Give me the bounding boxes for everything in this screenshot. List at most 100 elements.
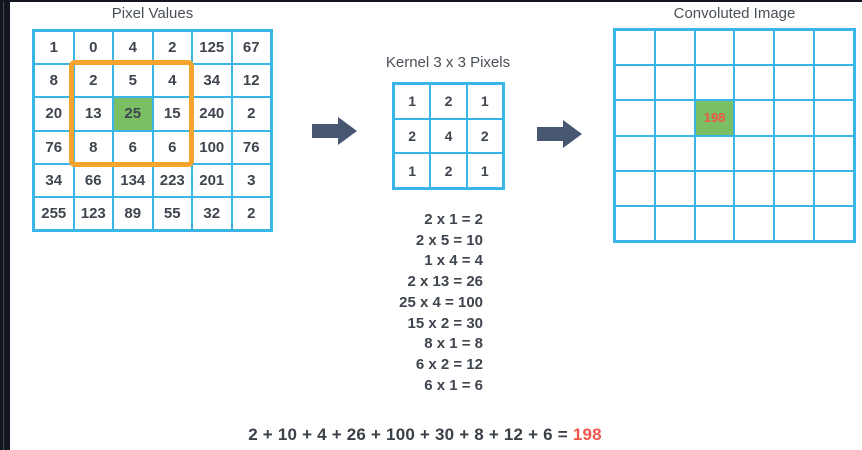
grid-cell (734, 205, 775, 241)
grid-cell: 134 (113, 163, 153, 197)
grid-cell (734, 30, 775, 66)
grid-cell: 1 (466, 84, 503, 119)
grid-cell: 0 (73, 31, 113, 65)
grid-cell (814, 65, 854, 101)
multiplication-step: 2 x 5 = 10 (415, 231, 483, 249)
grid-cell: 4 (113, 31, 153, 65)
grid-cell: 6 (152, 130, 192, 164)
grid-cell: 125 (192, 31, 232, 65)
grid-cell (615, 30, 655, 66)
final-sum-equation: 2 + 10 + 4 + 26 + 100 + 30 + 8 + 12 + 6 … (125, 425, 725, 445)
grid-cell (774, 100, 815, 136)
grid-cell: 2 (73, 64, 113, 98)
grid-cell: 1 (394, 84, 431, 119)
grid-cell (654, 135, 695, 171)
grid-cell (654, 100, 695, 136)
grid-cell (615, 170, 655, 206)
grid-cell (615, 135, 655, 171)
grid-cell (774, 205, 815, 241)
grid-cell: 8 (73, 130, 113, 164)
grid-cell (814, 205, 854, 241)
grid-cell: 4 (152, 64, 192, 98)
pixel-values-title: Pixel Values (111, 5, 194, 22)
grid-cell (734, 65, 775, 101)
grid-cell (654, 170, 695, 206)
frame-divider-line (3, 0, 4, 450)
grid-cell: 4 (430, 118, 467, 154)
grid-cell (774, 170, 815, 206)
grid-cell (694, 135, 735, 171)
grid-cell (654, 30, 695, 66)
grid-cell: 2 (152, 31, 192, 65)
grid-cell: 223 (152, 163, 192, 197)
grid-cell: 12 (231, 64, 271, 98)
right-arrow-icon (537, 120, 582, 148)
multiplication-step: 6 x 1 = 6 (424, 376, 483, 394)
grid-cell (694, 65, 735, 101)
grid-cell: 6 (113, 130, 153, 164)
grid-cell (734, 100, 775, 136)
grid-cell: 123 (73, 196, 113, 230)
grid-cell (774, 135, 815, 171)
grid-cell: 13 (73, 97, 113, 131)
multiplication-step: 2 x 13 = 26 (407, 273, 483, 291)
equation-result: 198 (572, 425, 602, 444)
grid-cell: 66 (73, 163, 113, 197)
convoluted-image-grid: 198 (613, 28, 856, 243)
grid-cell: 255 (34, 196, 74, 230)
multiplication-step: 6 x 2 = 12 (415, 355, 483, 373)
grid-cell: 2 (394, 118, 431, 154)
grid-cell: 3 (231, 163, 271, 197)
grid-cell: 76 (231, 130, 271, 164)
grid-cell: 2 (430, 84, 467, 119)
convoluted-image-title: Convoluted Image (673, 5, 796, 22)
grid-cell: 55 (152, 196, 192, 230)
grid-cell: 20 (34, 97, 74, 131)
grid-cell (774, 65, 815, 101)
grid-cell: 67 (231, 31, 271, 65)
grid-cell: 100 (192, 130, 232, 164)
multiplication-step: 8 x 1 = 8 (424, 335, 483, 353)
top-frame-line (0, 0, 862, 2)
multiplication-step: 25 x 4 = 100 (399, 293, 483, 311)
grid-cell (814, 100, 854, 136)
grid-cell: 25 (113, 97, 153, 131)
grid-cell: 1 (394, 153, 431, 188)
multiplication-step: 1 x 4 = 4 (424, 252, 483, 270)
grid-cell: 201 (192, 163, 232, 197)
grid-cell (694, 170, 735, 206)
grid-cell: 8 (34, 64, 74, 98)
grid-cell: 32 (192, 196, 232, 230)
left-frame-bar (0, 0, 10, 450)
grid-cell: 2 (231, 196, 271, 230)
grid-cell (814, 135, 854, 171)
grid-cell (615, 100, 655, 136)
grid-cell: 1 (466, 153, 503, 188)
right-arrow-icon (312, 117, 357, 145)
grid-cell: 2 (231, 97, 271, 131)
grid-cell (654, 205, 695, 241)
grid-cell: 34 (34, 163, 74, 197)
grid-cell: 198 (694, 100, 735, 136)
grid-cell (694, 205, 735, 241)
grid-cell (814, 170, 854, 206)
grid-cell: 76 (34, 130, 74, 164)
equation-lhs: 2 + 10 + 4 + 26 + 100 + 30 + 8 + 12 + 6 … (248, 425, 573, 444)
grid-cell: 15 (152, 97, 192, 131)
grid-cell (615, 205, 655, 241)
grid-cell (615, 65, 655, 101)
grid-cell (734, 135, 775, 171)
grid-cell (694, 30, 735, 66)
multiplication-step: 2 x 1 = 2 (424, 211, 483, 228)
grid-cell (774, 30, 815, 66)
grid-cell: 1 (34, 31, 74, 65)
grid-cell: 89 (113, 196, 153, 230)
grid-cell (654, 65, 695, 101)
kernel-title: Kernel 3 x 3 Pixels (385, 54, 511, 71)
grid-cell: 5 (113, 64, 153, 98)
multiplication-steps: 2 x 1 = 2 2 x 5 = 10 1 x 4 = 4 2 x 13 = 26 2… (330, 210, 483, 396)
grid-cell: 2 (466, 118, 503, 154)
multiplication-step: 15 x 2 = 30 (407, 314, 483, 332)
